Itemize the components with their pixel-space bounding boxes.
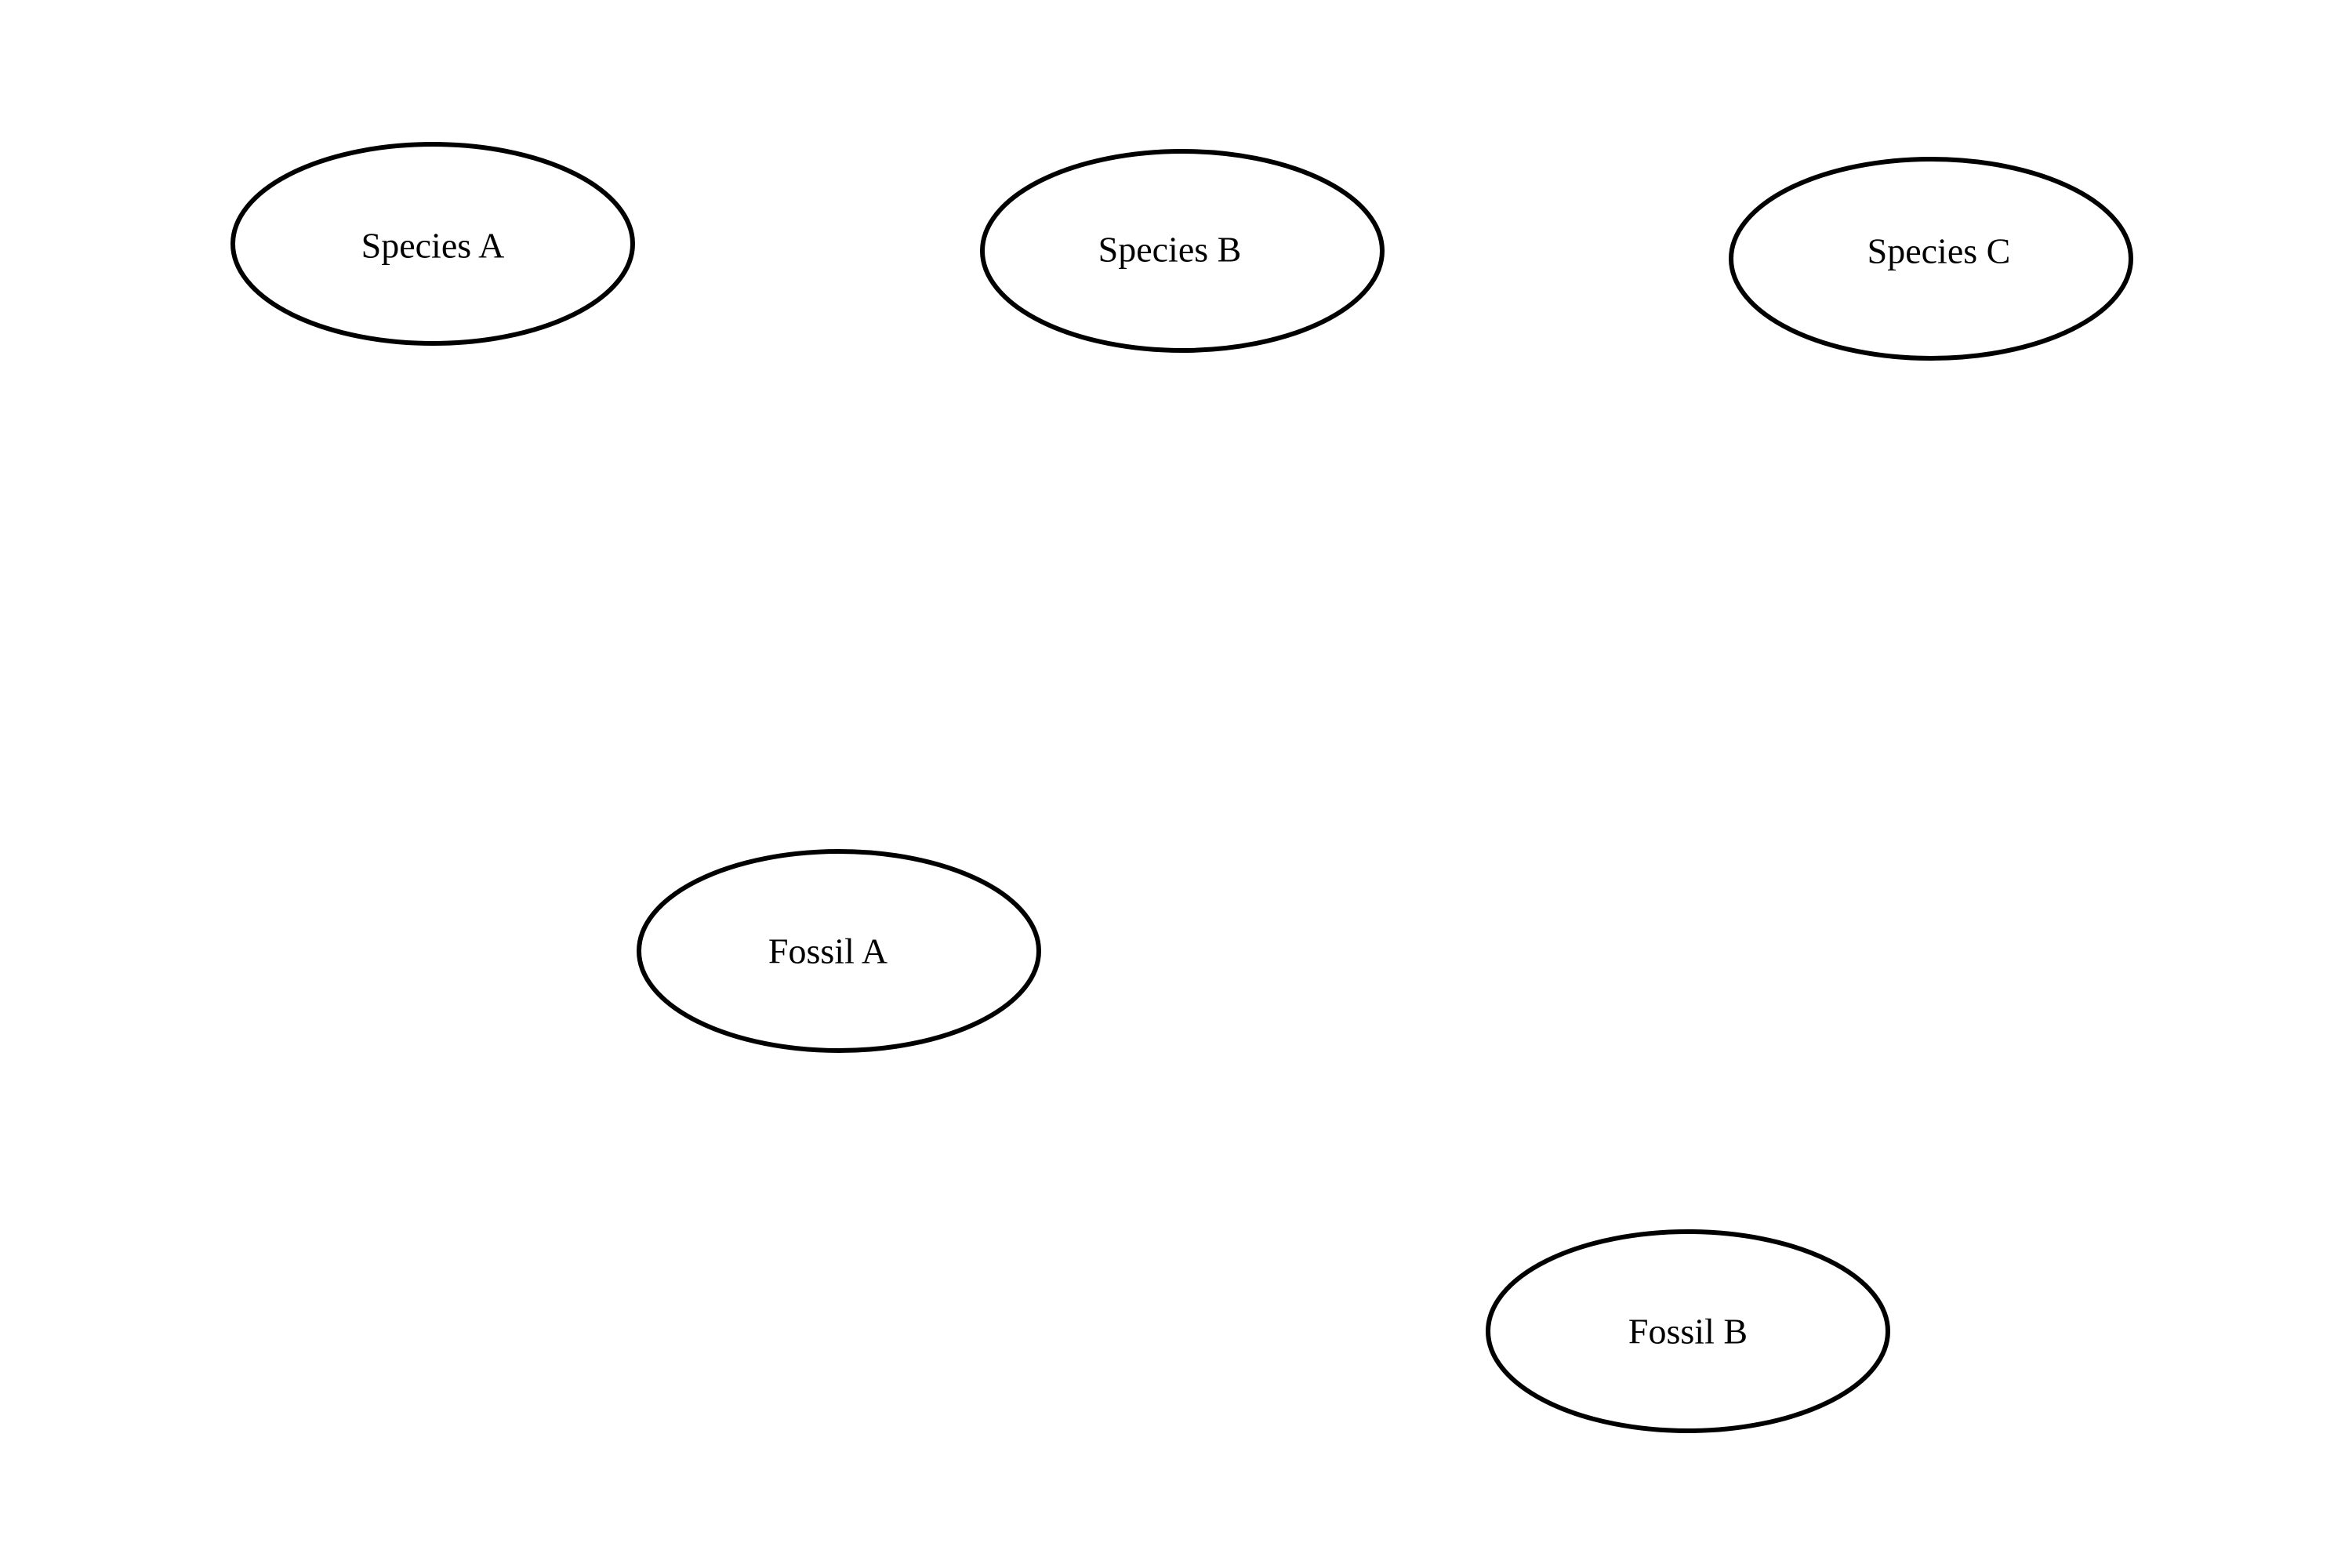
node-fossil-b-label: Fossil B — [1628, 1312, 1748, 1352]
node-fossil-a-label: Fossil A — [768, 931, 887, 971]
node-species-c-shape — [1729, 157, 2133, 361]
node-fossil-b: Fossil B — [1486, 1229, 1890, 1433]
node-species-b-shape — [980, 149, 1385, 353]
node-species-a: Species A — [230, 142, 635, 346]
node-species-b: Species B — [980, 149, 1385, 353]
node-species-b-label: Species B — [1098, 230, 1242, 270]
node-fossil-a-shape — [637, 849, 1041, 1053]
node-fossil-b-shape — [1486, 1229, 1890, 1433]
node-species-a-label: Species A — [361, 226, 505, 266]
node-species-a-shape — [230, 142, 635, 346]
node-species-c-label: Species C — [1867, 231, 2011, 271]
node-fossil-a: Fossil A — [637, 849, 1041, 1053]
node-species-c: Species C — [1729, 157, 2133, 361]
